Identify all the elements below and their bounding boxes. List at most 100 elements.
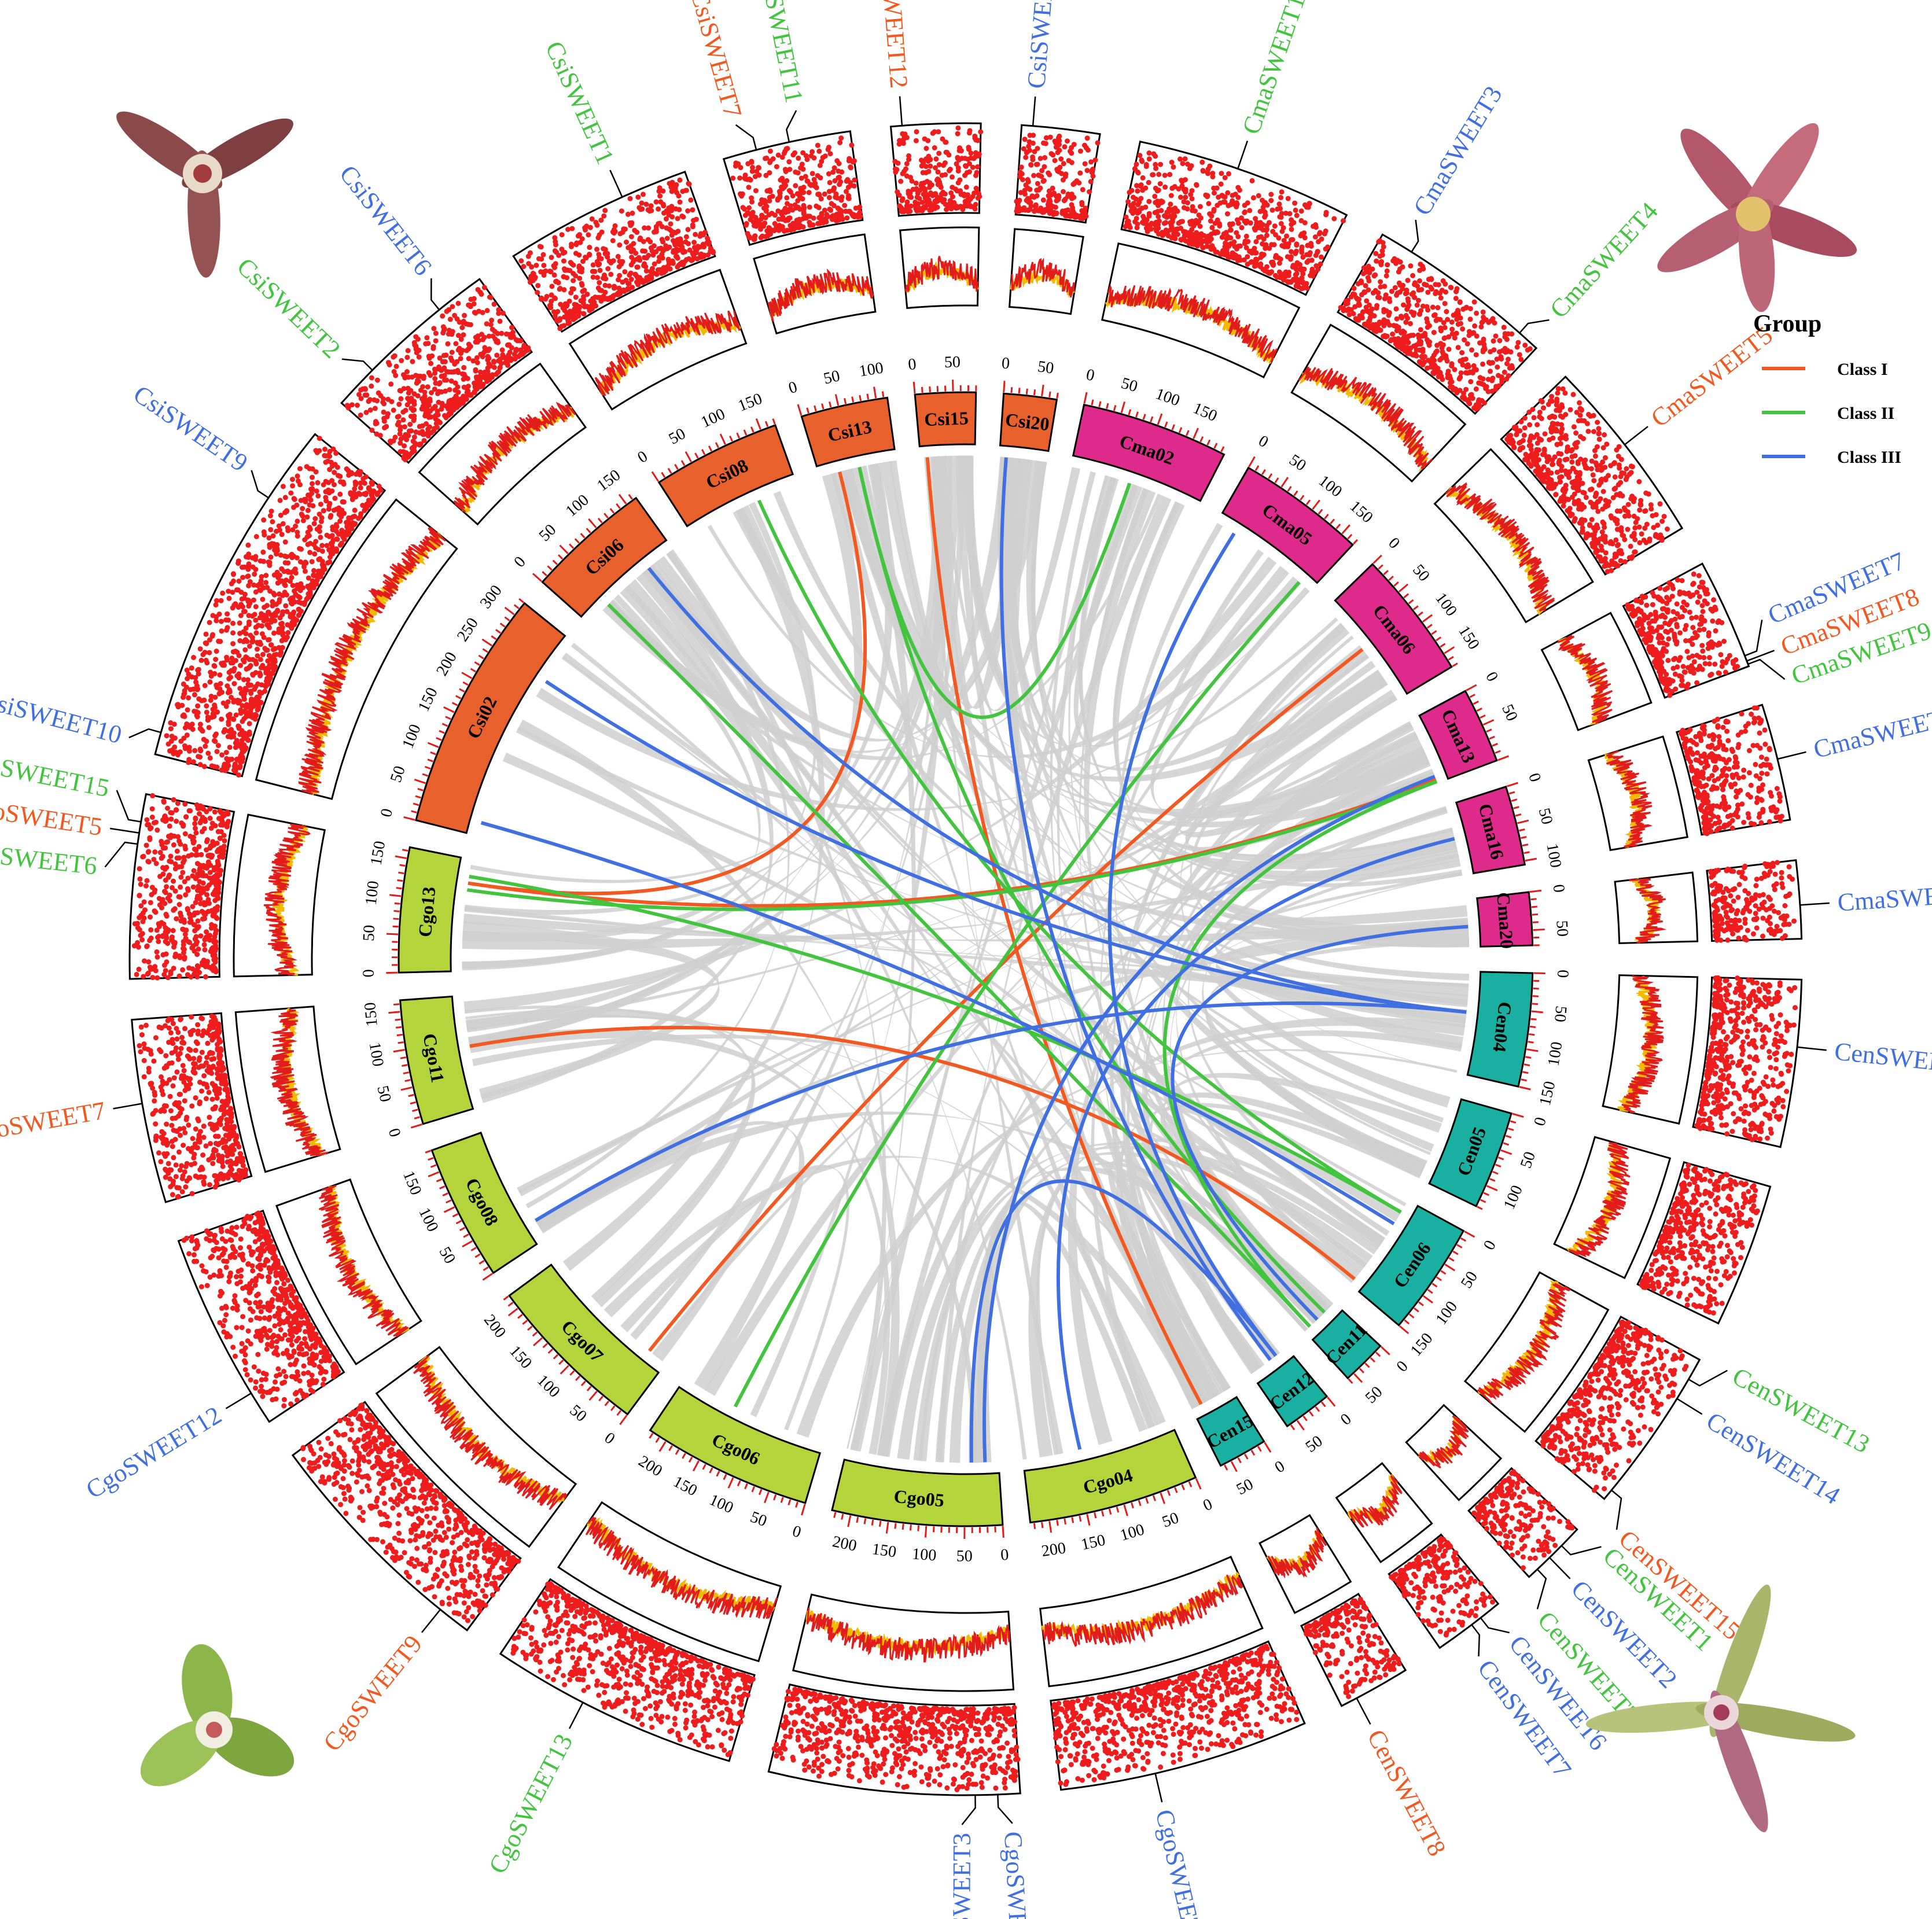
scatter-point bbox=[1348, 1661, 1353, 1666]
axis-tick bbox=[408, 1093, 414, 1097]
scatter-point bbox=[1172, 1687, 1177, 1693]
scatter-point bbox=[1628, 1421, 1633, 1427]
density-line-red bbox=[594, 310, 741, 396]
axis-tick bbox=[443, 1206, 455, 1213]
scatter-point bbox=[1760, 1080, 1766, 1085]
scatter-point bbox=[1649, 1393, 1655, 1399]
scatter-point bbox=[1451, 1626, 1457, 1632]
scatter-point bbox=[673, 1660, 679, 1666]
scatter-point bbox=[1346, 1627, 1352, 1633]
scatter-point bbox=[1230, 1720, 1236, 1726]
scatter-point bbox=[1227, 1681, 1232, 1686]
axis-tick bbox=[461, 672, 473, 679]
axis-tick bbox=[668, 1445, 673, 1452]
scatter-point bbox=[1145, 1751, 1150, 1756]
axis-tick bbox=[814, 405, 817, 412]
scatter-point bbox=[1678, 1209, 1684, 1215]
scatter-point bbox=[727, 1708, 733, 1714]
scatter-point bbox=[1339, 1674, 1345, 1679]
scatter-point bbox=[559, 1627, 565, 1633]
scatter-point bbox=[887, 1726, 893, 1732]
scatter-point bbox=[1265, 1668, 1271, 1673]
scatter-point bbox=[513, 1645, 519, 1651]
density-line-red bbox=[318, 1185, 409, 1338]
scatter-point bbox=[1768, 1130, 1774, 1136]
scatter-point bbox=[1209, 1702, 1215, 1708]
scatter-point bbox=[545, 1674, 551, 1679]
scatter-point bbox=[1707, 1088, 1713, 1093]
synteny-ribbon bbox=[562, 504, 825, 1271]
scatter-point bbox=[1712, 1071, 1718, 1077]
chromosome-block bbox=[1311, 1309, 1382, 1380]
scatter-point bbox=[1720, 1001, 1725, 1007]
scatter-point bbox=[932, 1743, 938, 1749]
scatter-point bbox=[1092, 1769, 1098, 1774]
scatter-point bbox=[811, 1768, 816, 1774]
scatter-point bbox=[1577, 1437, 1583, 1443]
axis-tick bbox=[702, 1464, 706, 1470]
scatter-point bbox=[947, 1707, 952, 1713]
scatter-point bbox=[1233, 1703, 1239, 1708]
scatter-point bbox=[1067, 1753, 1073, 1759]
scatter-point bbox=[862, 1766, 868, 1772]
scatter-point bbox=[1765, 989, 1771, 995]
axis-tick bbox=[1436, 1276, 1442, 1281]
axis-tick bbox=[780, 1497, 784, 1503]
scatter-point bbox=[1422, 1583, 1428, 1589]
axis-tick bbox=[415, 795, 421, 799]
scatter-point bbox=[840, 1699, 846, 1705]
scatter-point bbox=[1199, 1745, 1204, 1751]
scatter-point bbox=[1259, 1702, 1265, 1708]
scatter-point bbox=[1720, 1077, 1726, 1082]
axis-tick bbox=[393, 1003, 400, 1005]
scatter-point bbox=[1739, 1011, 1745, 1016]
scatter-point bbox=[1530, 1547, 1536, 1553]
chromosome-block bbox=[1196, 1395, 1265, 1467]
scatter-point bbox=[884, 1748, 889, 1754]
scatter-point bbox=[1727, 1080, 1732, 1086]
axis-tick bbox=[1532, 995, 1539, 997]
axis-tick bbox=[1101, 1510, 1105, 1517]
scatter-point bbox=[1739, 1211, 1745, 1217]
scatter-point bbox=[1780, 1104, 1786, 1110]
scatter-point bbox=[849, 1699, 855, 1704]
scatter-point bbox=[885, 1714, 891, 1719]
scatter-point bbox=[664, 1671, 670, 1677]
scatter-point bbox=[1197, 1739, 1203, 1745]
scatter-point bbox=[859, 1737, 865, 1743]
scatter-point bbox=[1120, 1721, 1125, 1727]
scatter-point bbox=[1096, 1730, 1102, 1736]
scatter-point bbox=[1014, 1744, 1020, 1750]
axis-tick bbox=[1178, 427, 1183, 433]
axis-tick bbox=[737, 1480, 741, 1487]
scatter-point bbox=[1699, 1202, 1705, 1208]
axis-tick bbox=[1436, 636, 1442, 642]
scatter-point bbox=[1062, 1747, 1068, 1752]
scatter-point bbox=[1670, 1389, 1676, 1395]
scatter-point bbox=[1714, 992, 1720, 997]
scatter-point bbox=[542, 1627, 547, 1633]
axis-tick bbox=[1413, 605, 1419, 610]
scatter-point bbox=[1587, 1442, 1593, 1448]
scatter-point bbox=[1746, 1189, 1751, 1194]
chromosome-block bbox=[1334, 563, 1453, 695]
density-line-red bbox=[1298, 366, 1433, 470]
scatter-point bbox=[811, 1715, 817, 1721]
axis-tick-label: 50 bbox=[1551, 1005, 1570, 1023]
scatter-point bbox=[1248, 1729, 1253, 1735]
scatter-point bbox=[1528, 1486, 1533, 1492]
scatter-point bbox=[697, 1663, 702, 1669]
scatter-point bbox=[1681, 1180, 1687, 1186]
scatter-point bbox=[555, 1616, 561, 1622]
scatter-point bbox=[1767, 1055, 1772, 1060]
scatter-point bbox=[1769, 1001, 1775, 1007]
scatter-point bbox=[669, 1701, 675, 1707]
scatter-point bbox=[1565, 1519, 1571, 1524]
scatter-point bbox=[1784, 1062, 1790, 1068]
scatter-point bbox=[1237, 1740, 1243, 1745]
scatter-point bbox=[1053, 1704, 1059, 1710]
axis-tick bbox=[1320, 1401, 1326, 1408]
